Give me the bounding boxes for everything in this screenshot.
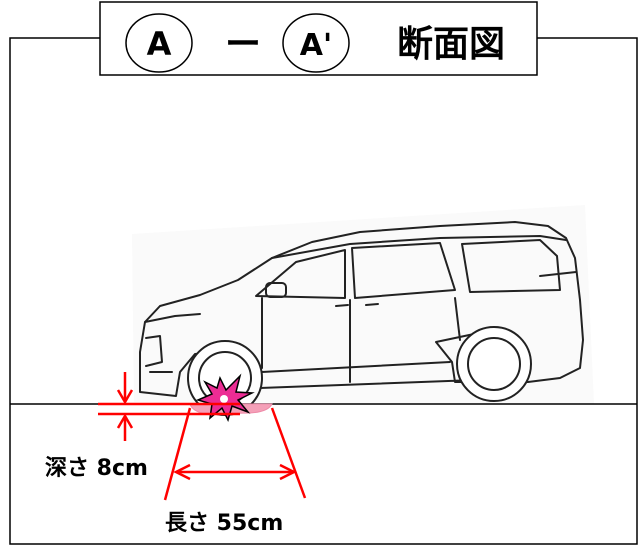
point-a-prime-circle	[282, 13, 350, 73]
depth-measurement	[98, 372, 240, 441]
point-a-circle	[125, 13, 193, 73]
point-a-label: A	[147, 25, 172, 63]
title-dash: ー	[225, 24, 261, 65]
title-box: A ー A' 断面図	[99, 1, 538, 76]
point-a-prime-label: A'	[300, 28, 332, 63]
title-text: 断面図	[397, 24, 505, 65]
length-measurement	[163, 407, 307, 501]
depth-label: 深さ 8cm	[45, 456, 148, 481]
minivan-illustration	[132, 205, 594, 416]
length-label: 長さ 55cm	[165, 511, 283, 536]
